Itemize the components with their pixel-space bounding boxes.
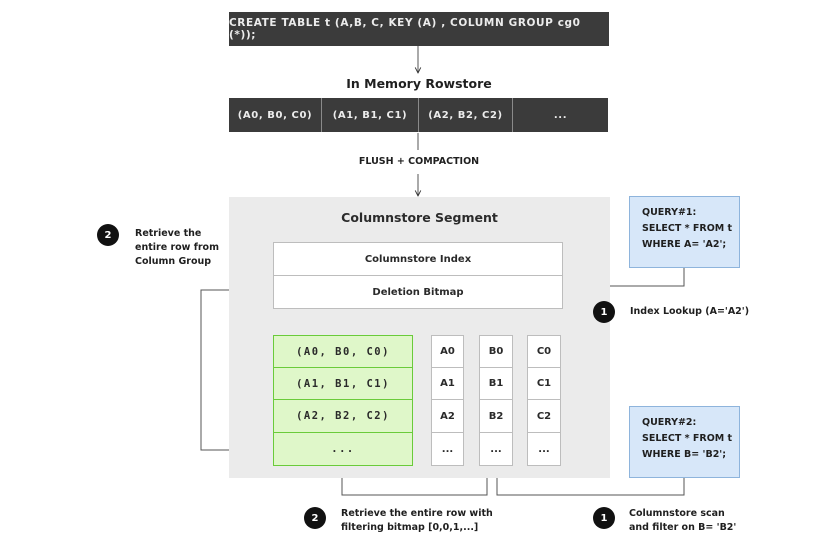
step-columnstore-scan: Columnstore scan and filter on B= 'B2' [629,507,779,535]
column-b-cell: B2 [479,399,513,433]
query2-line: SELECT * FROM t [642,433,733,444]
query2-line: WHERE B= 'B2'; [642,449,727,460]
query2-line: QUERY#2: [642,417,697,428]
column-c-cell: ... [527,432,561,466]
column-c-cell: C0 [527,335,561,368]
columnstore-index: Columnstore Index [273,242,563,276]
step-text-line: entire row from [135,242,219,253]
column-a-cell: A0 [431,335,464,368]
column-group-row: (A2, B2, C2) [273,399,413,433]
sql-statement: CREATE TABLE t (A,B, C, KEY (A) , COLUMN… [229,12,609,46]
column-a-cell: A2 [431,399,464,433]
query1-line: WHERE A= 'A2'; [642,239,727,250]
step-number-badge: 2 [304,507,326,529]
column-group-row: (A0, B0, C0) [273,335,413,368]
column-a-cell: ... [431,432,464,466]
step-text-line: Columnstore scan [629,508,725,519]
column-group-row: ... [273,432,413,466]
step-index-lookup: Index Lookup (A='A2') [630,306,750,317]
deletion-bitmap: Deletion Bitmap [273,275,563,309]
step-number-badge: 1 [593,507,615,529]
step-number-badge: 1 [593,301,615,323]
step-text-line: Column Group [135,256,212,267]
rowstore-title: In Memory Rowstore [346,76,492,91]
rowstore-cell: ... [513,98,608,132]
rowstore-cell: (A1, B1, C1) [322,98,419,132]
column-a-cell: A1 [431,367,464,400]
query1-box: QUERY#1: SELECT * FROM t WHERE A= 'A2'; [629,196,740,268]
step-text-line: Retrieve the entire row with [341,508,493,519]
column-b-cell: B0 [479,335,513,368]
column-b-cell: B1 [479,367,513,400]
step-number-badge: 2 [97,224,119,246]
step-retrieve-with-bitmap: Retrieve the entire row with filtering b… [341,507,521,535]
arrow-column-b-to-column-group [342,468,488,496]
step-retrieve-from-column-group: Retrieve the entire row from Column Grou… [135,227,235,269]
segment-title: Columnstore Segment [341,210,498,225]
column-c-cell: C2 [527,399,561,433]
query1-line: SELECT * FROM t [642,223,733,234]
arrow-query2-to-column-b [497,468,685,496]
query1-line: QUERY#1: [642,207,697,218]
query2-box: QUERY#2: SELECT * FROM t WHERE B= 'B2'; [629,406,740,478]
rowstore-cell: (A2, B2, C2) [419,98,513,132]
step-text-line: and filter on B= 'B2' [629,522,737,533]
step-text-line: Retrieve the [135,228,202,239]
rowstore-cell: (A0, B0, C0) [229,98,322,132]
column-b-cell: ... [479,432,513,466]
column-c-cell: C1 [527,367,561,400]
column-group-row: (A1, B1, C1) [273,367,413,400]
flush-compaction-label: FLUSH + COMPACTION [358,156,480,167]
step-text-line: filtering bitmap [0,0,1,...] [341,522,479,533]
